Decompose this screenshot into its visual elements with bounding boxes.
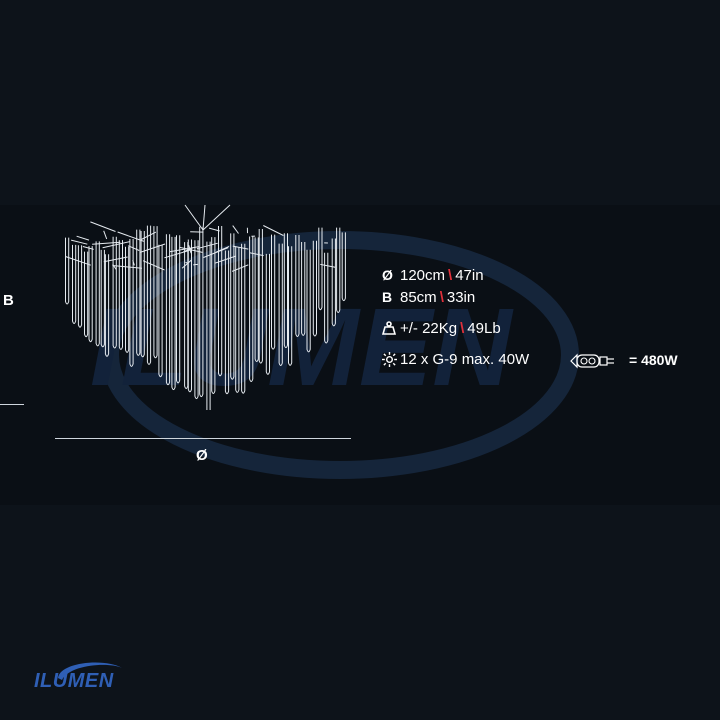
chandelier-drop — [265, 253, 270, 375]
height-dimension-line — [0, 404, 24, 405]
chandelier-drop — [65, 237, 70, 305]
chandelier-drop — [301, 242, 306, 336]
spec-weight: +/- 22Kg \ 49Lb — [382, 317, 529, 339]
separator: \ — [460, 319, 465, 337]
spec-diameter: Ø 120cm \ 47in — [382, 264, 529, 286]
chandelier-drop — [129, 239, 134, 367]
separator: \ — [439, 288, 444, 306]
chandelier-drop — [306, 249, 311, 353]
chandelier-drop — [136, 229, 141, 356]
chandelier-drop — [271, 234, 276, 350]
diameter-symbol: Ø — [382, 267, 393, 283]
chandelier-drop — [184, 242, 189, 389]
spec-list: Ø 120cm \ 47in B 85cm \ 33in +/- 22Kg \ … — [382, 264, 529, 370]
chandelier-drop — [312, 240, 317, 337]
chandelier-drop — [249, 236, 254, 382]
chandelier-drop — [158, 244, 163, 378]
chandelier-drop — [112, 236, 117, 349]
chandelier-drop — [218, 226, 223, 377]
chandelier-drop — [331, 238, 336, 327]
chandelier-drop — [176, 235, 181, 384]
weight-imperial: 49Lb — [467, 319, 501, 337]
chandelier-drop — [118, 240, 123, 350]
chandelier-drop — [278, 243, 283, 366]
chandelier-drop — [295, 235, 300, 337]
weight-metric: +/- 22Kg — [400, 319, 458, 337]
chandelier-drop — [84, 251, 89, 338]
height-dimension-label: B — [3, 292, 14, 309]
ilumen-logo-swoosh — [58, 662, 122, 680]
ilumen-logo-text: ILUMEN — [34, 670, 114, 692]
chandelier-drop — [341, 232, 346, 302]
chandelier-drawing — [65, 204, 346, 410]
chandelier-drop — [95, 241, 100, 347]
g9-bulb-icon — [570, 353, 614, 369]
chandelier-drop — [206, 241, 211, 410]
light-icon — [382, 351, 400, 367]
chandelier-drop — [199, 226, 204, 398]
weight-icon — [382, 321, 400, 335]
chandelier-drop — [104, 254, 110, 357]
chandelier-drop — [187, 239, 192, 393]
height-symbol: B — [382, 289, 393, 305]
chandelier-drop — [77, 245, 83, 328]
height-metric: 85cm — [400, 288, 437, 306]
separator: \ — [448, 266, 453, 284]
total-wattage: = 480W — [629, 352, 678, 368]
chandelier-drop — [283, 233, 288, 349]
chandelier-drop — [230, 233, 235, 380]
chandelier-drop — [235, 247, 240, 393]
chandelier-drop — [211, 237, 216, 394]
chandelier-drop — [336, 227, 341, 313]
chandelier-drop — [146, 225, 152, 365]
chandelier-drop — [125, 246, 130, 353]
chandelier-drop — [140, 231, 145, 358]
diameter-dimension-label: Ø — [196, 447, 208, 464]
chandelier-drop — [72, 244, 77, 324]
chandelier-drop — [224, 250, 230, 395]
spec-bulbs: 12 x G-9 max. 40W — [382, 348, 529, 370]
chandelier-drop — [165, 234, 171, 386]
chandelier-drop — [241, 243, 246, 394]
chandelier-drop — [153, 226, 158, 359]
diameter-dimension-line — [55, 438, 351, 439]
chandelier-drop — [194, 240, 199, 400]
chandelier-drop — [324, 252, 329, 344]
chandelier-drop — [88, 246, 93, 343]
bulb-spec: 12 x G-9 max. 40W — [400, 350, 530, 368]
chandelier-drop — [258, 229, 263, 364]
chandelier-drop — [318, 227, 323, 311]
chandelier-drop — [254, 237, 259, 362]
diameter-imperial: 47in — [455, 266, 484, 284]
chandelier-drop — [288, 246, 293, 366]
chandelier-drop — [100, 249, 105, 348]
spec-height: B 85cm \ 33in — [382, 286, 529, 308]
chandelier-drop — [171, 236, 176, 391]
height-imperial: 33in — [446, 288, 476, 306]
diameter-metric: 120cm — [400, 266, 446, 284]
